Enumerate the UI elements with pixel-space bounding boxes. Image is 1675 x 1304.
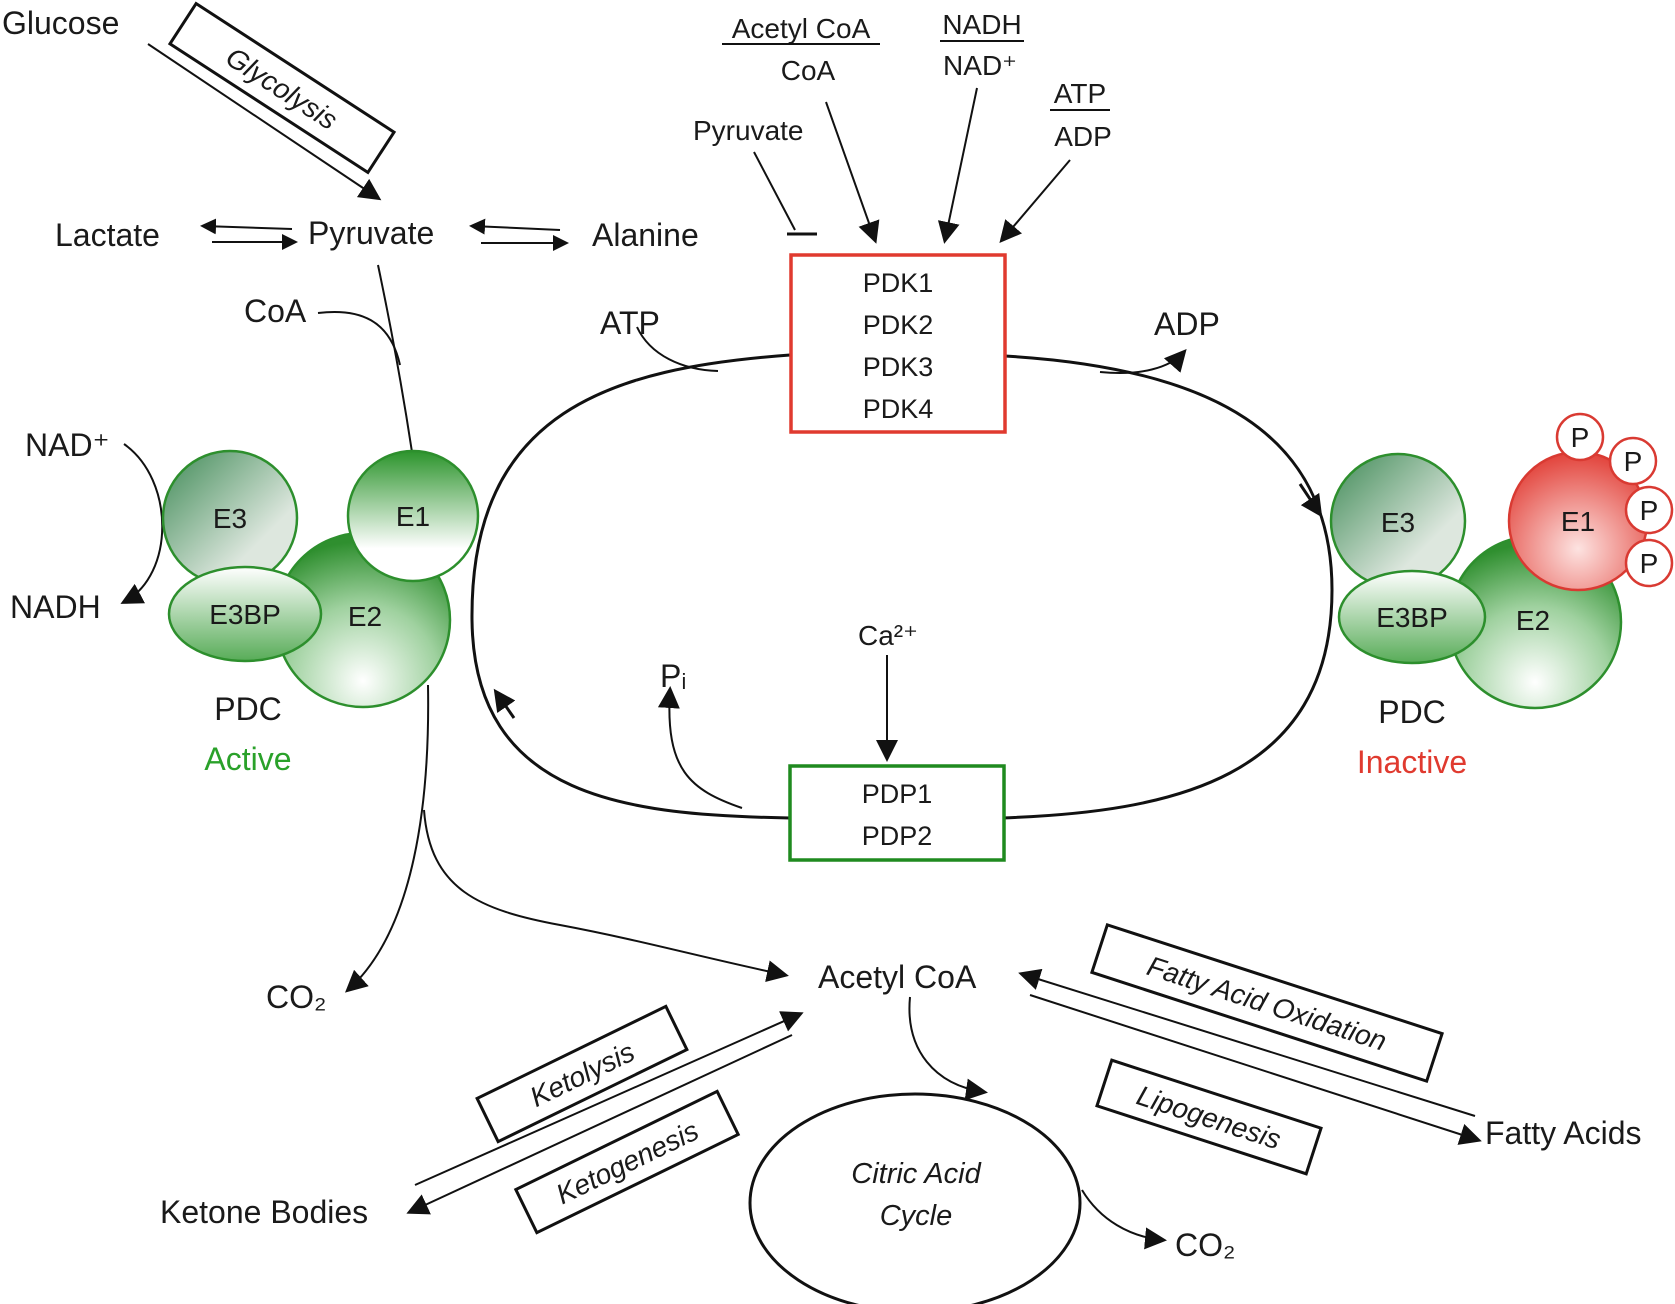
pdc-inactive-e3bp (1337, 569, 1487, 665)
atp-input-curve (636, 326, 719, 372)
pdc-inactive-state: Inactive (1357, 744, 1467, 780)
pdp-item: PDP1 (862, 779, 933, 809)
pdc-active-e3bp-label: E3BP (209, 599, 281, 630)
adp-output-arrow (1099, 348, 1187, 374)
cycle-left-arc (470, 353, 791, 820)
pdc-to-acetyl-coa-arrow (423, 809, 789, 983)
pdc-inactive-e1-label: E1 (1561, 506, 1595, 537)
pdc-active-e1 (346, 449, 480, 583)
citric-acid-cycle-ellipse (748, 1092, 1082, 1304)
lipogenesis-box: Lipogenesis (1095, 1058, 1323, 1176)
acetyl-coa-ratio-top: Acetyl CoA (732, 13, 871, 44)
cycle-arrow-left (493, 688, 516, 719)
phosphate-circle-2 (1608, 436, 1658, 486)
lipogenesis-arrow (1029, 994, 1482, 1145)
phosphate-circle-3 (1624, 485, 1674, 535)
nadh-label: NADH (10, 589, 101, 625)
phosphate-circle-4 (1624, 538, 1674, 588)
ketolysis-arrow (414, 1011, 804, 1186)
phosphate-label-4: P (1640, 548, 1659, 579)
pyruvate-to-lactate-arrow (200, 218, 293, 235)
pyruvate-label: Pyruvate (308, 215, 434, 251)
coa-input-curve (317, 311, 401, 366)
cycle-arrow-right (1298, 483, 1323, 518)
glycolysis-arrow (147, 43, 382, 201)
pyruvate-to-pdc-line (377, 264, 413, 453)
fatty-acids-label: Fatty Acids (1485, 1115, 1642, 1151)
phosphate-label-3: P (1640, 495, 1659, 526)
pdc-active-e1-label: E1 (396, 501, 430, 532)
ketone-bodies-label: Ketone Bodies (160, 1194, 368, 1230)
ketogenesis-arrow (406, 1034, 793, 1215)
pdk-item: PDK4 (863, 394, 934, 424)
atp-label: ATP (600, 305, 660, 341)
pyruvate-inhibition-line (753, 151, 796, 231)
fatty-acid-oxidation-box: Fatty Acid Oxidation (1089, 922, 1445, 1084)
phosphate-label-1: P (1571, 422, 1590, 453)
acetyl-coa-to-tca-arrow (908, 996, 988, 1101)
pdc-inactive-complex: E2 E3 E3BP E1 P P P P (1329, 412, 1674, 710)
pdp-item: PDP2 (862, 821, 933, 851)
pdk-box (789, 253, 1007, 434)
alanine-label: Alanine (592, 217, 699, 253)
adp-label: ADP (1154, 306, 1220, 342)
nadh-ratio-bottom: NAD⁺ (943, 50, 1017, 81)
co2-cycle-label: CO₂ (1175, 1227, 1235, 1263)
pdc-inactive-e2-label: E2 (1516, 605, 1550, 636)
pdc-active-state: Active (204, 741, 291, 777)
nad-plus-label: NAD⁺ (25, 427, 109, 463)
nadh-ratio-arrow (937, 87, 978, 244)
coa-label: CoA (244, 293, 307, 329)
pdc-active-e3bp (167, 565, 323, 663)
acetyl-coa-label: Acetyl CoA (818, 959, 977, 995)
pdc-active-e3-label: E3 (213, 503, 247, 534)
alanine-to-pyruvate-arrow (469, 218, 561, 235)
pdc-active-e2-label: E2 (348, 601, 382, 632)
pdc-active-complex: E2 E3 E3BP E1 (161, 449, 480, 709)
atp-ratio-arrow (999, 159, 1071, 244)
pdc-inactive-e3-label: E3 (1381, 507, 1415, 538)
pdc-active-label: PDC (214, 691, 282, 727)
pdk-item: PDK2 (863, 310, 934, 340)
pdc-inactive-e3bp-label: E3BP (1376, 602, 1448, 633)
pdc-to-co2-arrow (345, 684, 430, 993)
atp-ratio-top: ATP (1054, 78, 1106, 109)
tca-to-co2-arrow (1081, 1189, 1167, 1250)
glycolysis-box: Glycolysis (167, 1, 397, 175)
pdp-box (788, 764, 1006, 862)
pdk-item: PDK3 (863, 352, 934, 382)
co2-label: CO₂ (266, 979, 326, 1015)
pi-label: Pᵢ (660, 658, 686, 694)
lactate-label: Lactate (55, 217, 160, 253)
pdc-inactive-label: PDC (1378, 694, 1446, 730)
nadh-ratio-top: NADH (942, 9, 1021, 40)
glucose-label: Glucose (2, 5, 119, 41)
acetyl-coa-ratio-bottom: CoA (781, 55, 836, 86)
cycle-right-arc (1001, 354, 1334, 820)
acetyl-coa-ratio-arrow (825, 101, 880, 244)
fatty-acid-oxidation-arrow (1018, 968, 1476, 1117)
nad-to-nadh-arrow (120, 443, 164, 604)
pdk-item: PDK1 (863, 268, 934, 298)
calcium-label: Ca²⁺ (858, 620, 918, 651)
phosphate-label-2: P (1624, 446, 1643, 477)
atp-ratio-bottom: ADP (1054, 121, 1112, 152)
pyruvate-regulator-label: Pyruvate (693, 115, 804, 146)
phosphate-circle-1 (1555, 412, 1605, 462)
pi-output-arrow (657, 686, 743, 809)
citric-acid-cycle-line2: Cycle (880, 1200, 953, 1232)
citric-acid-cycle-line1: Citric Acid (851, 1158, 981, 1190)
